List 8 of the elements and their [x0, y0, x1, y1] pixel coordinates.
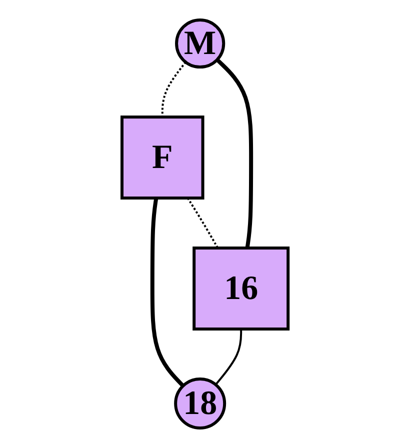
connector [186, 198, 219, 250]
node-box: F [120, 116, 204, 200]
connector [150, 198, 184, 388]
node-box: 16 [192, 247, 290, 331]
node-circle: M [175, 18, 226, 70]
connector [214, 330, 242, 386]
node-circle: 18 [174, 378, 226, 430]
connector [216, 58, 254, 249]
